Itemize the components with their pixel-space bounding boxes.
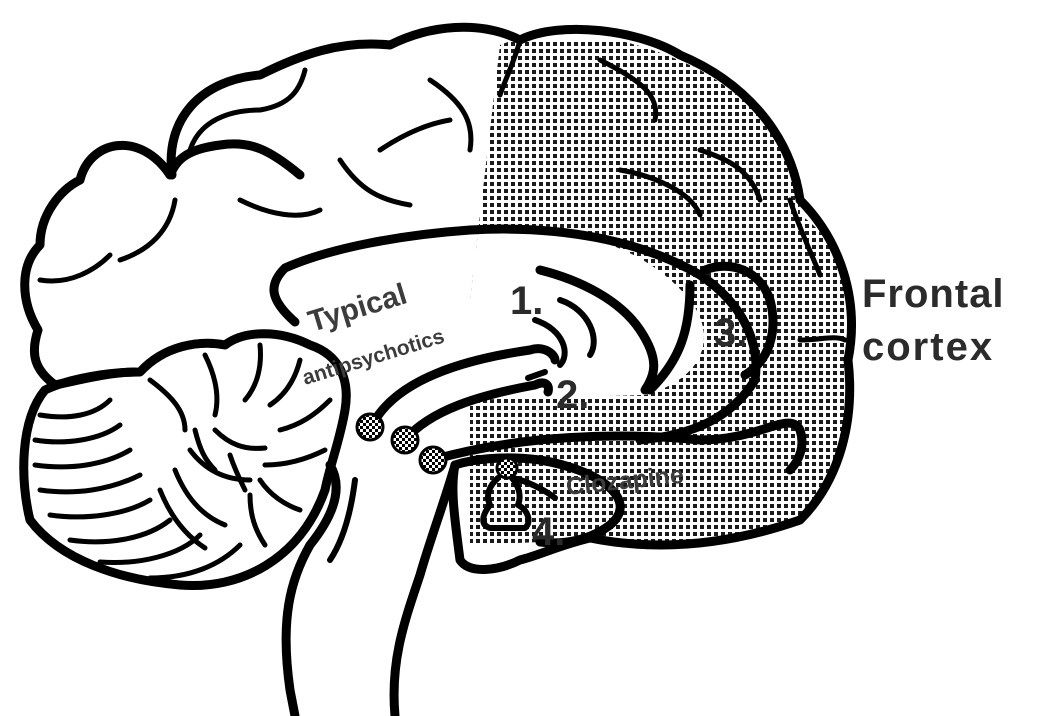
label-pathway-4: 4. <box>532 510 565 554</box>
sulcus-5 <box>380 120 450 150</box>
label-pathway-1: 1. <box>510 279 543 323</box>
nucleus-knot-3 <box>420 447 446 473</box>
label-typical: Typical <box>304 278 410 339</box>
sulcus-2 <box>40 255 110 281</box>
nucleus-knot-2 <box>392 427 418 453</box>
sulcus-1 <box>120 200 175 260</box>
label-cortex: cortex <box>862 325 994 369</box>
sulcus-14 <box>800 338 845 340</box>
sulcus-6 <box>430 80 471 150</box>
label-pathway-3: 3. <box>714 311 747 355</box>
label-frontal: Frontal <box>862 272 1005 316</box>
sulcus-13 <box>240 200 320 215</box>
brainstem-outline <box>286 465 455 716</box>
label-pathway-2: 2. <box>556 373 589 417</box>
sulcus-12 <box>340 160 410 205</box>
nucleus-knot-1 <box>357 414 383 440</box>
